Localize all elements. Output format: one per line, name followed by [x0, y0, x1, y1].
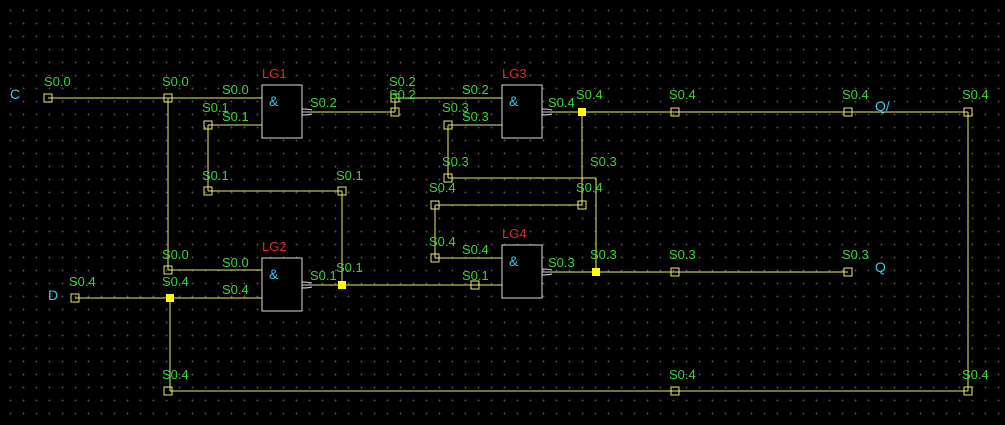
port-q-bar-label: Q/: [875, 98, 890, 114]
signal-label: S0.4: [669, 87, 696, 102]
gate-lg2-and-symbol: &: [269, 266, 279, 282]
gate-lg3-and-symbol: &: [509, 93, 519, 109]
port-d-label: D: [48, 287, 58, 303]
pin-s03-lg3[interactable]: [443, 120, 453, 130]
pin-s04-right-bottom-corner[interactable]: [963, 386, 973, 396]
pin-s01-left[interactable]: [203, 186, 213, 196]
signal-label: S0.4: [162, 274, 189, 289]
pin-s04-lg4[interactable]: [430, 253, 440, 263]
gate-lg2-body[interactable]: [261, 257, 303, 312]
signal-label: S0.0: [222, 255, 249, 270]
signal-label: S0.1: [222, 109, 249, 124]
junction-lg4-out[interactable]: [592, 268, 600, 276]
signal-label: S0.3: [669, 247, 696, 262]
pin-c[interactable]: [43, 93, 53, 103]
signal-label: S0.4: [548, 95, 575, 110]
signal-label: S0.3: [442, 100, 469, 115]
pin-s04-right-top-corner[interactable]: [963, 107, 973, 117]
pin-s02-b[interactable]: [390, 107, 400, 117]
pin-s00-top[interactable]: [163, 93, 173, 103]
signal-label: S0.1: [336, 260, 363, 275]
pin-s04-mid-top[interactable]: [670, 107, 680, 117]
signal-label: S0.2: [389, 74, 416, 89]
port-q-label: Q: [875, 259, 886, 275]
signal-label: S0.4: [222, 282, 249, 297]
signal-label: S0.1: [310, 268, 337, 283]
signal-label: S0.3: [590, 154, 617, 169]
signal-label: S0.1: [202, 100, 229, 115]
pin-d[interactable]: [70, 293, 80, 303]
pin-s01-lg4[interactable]: [470, 280, 480, 290]
gate-lg2[interactable]: LG2 &: [261, 239, 313, 312]
signal-labels: S0.0 S0.0 S0.0 S0.1 S0.1 S0.2 S0.1 S0.1 …: [44, 74, 989, 382]
gate-lg4-output-marker: [541, 268, 553, 276]
signal-label: S0.4: [576, 180, 603, 195]
gate-lg1-and-symbol: &: [269, 93, 279, 109]
signal-label: S0.3: [462, 109, 489, 124]
pin-s00-bottom[interactable]: [163, 265, 173, 275]
signal-label: S0.4: [576, 87, 603, 102]
signal-label: S0.4: [429, 180, 456, 195]
signal-label: S0.4: [962, 87, 989, 102]
gate-lg1-name: LG1: [262, 66, 287, 81]
port-c-label: C: [10, 86, 20, 102]
signal-label: S0.0: [162, 74, 189, 89]
pin-s02-a[interactable]: [390, 93, 400, 103]
gate-lg4-name: LG4: [502, 226, 527, 241]
signal-label: S0.3: [590, 247, 617, 262]
pin-s04-bottom-left[interactable]: [163, 386, 173, 396]
gate-lg1-output-marker: [301, 108, 313, 116]
gate-lg2-output-marker: [301, 281, 313, 289]
gate-lg3-output-marker: [541, 108, 553, 116]
gate-lg2-name: LG2: [262, 239, 287, 254]
junction-d-s04[interactable]: [166, 294, 174, 302]
signal-label: S0.0: [222, 82, 249, 97]
wires: [48, 97, 969, 392]
signal-label: S0.1: [202, 168, 229, 183]
signal-label: S0.3: [442, 154, 469, 169]
junction-s01-lg2-out[interactable]: [338, 281, 346, 289]
signal-label: S0.2: [462, 82, 489, 97]
junction-lg3-out[interactable]: [578, 108, 586, 116]
signal-label: S0.4: [462, 242, 489, 257]
pin-s04-right-top[interactable]: [577, 200, 587, 210]
port-labels: C D Q/ Q: [10, 86, 890, 303]
pin-s04-left-top[interactable]: [430, 200, 440, 210]
signal-label: S0.0: [162, 247, 189, 262]
signal-label: S0.1: [336, 168, 363, 183]
gate-lg4[interactable]: LG4 &: [501, 226, 553, 299]
pin-q[interactable]: [843, 267, 853, 277]
gate-lg3-name: LG3: [502, 66, 527, 81]
gate-lg3-body[interactable]: [501, 84, 543, 139]
signal-label: S0.0: [44, 74, 71, 89]
signal-label: S0.1: [462, 268, 489, 283]
pin-s03-mid[interactable]: [670, 267, 680, 277]
pin-s01-lg1[interactable]: [203, 120, 213, 130]
gate-lg4-and-symbol: &: [509, 253, 519, 269]
gate-lg3[interactable]: LG3 &: [501, 66, 553, 139]
pin-s04-mid-bottom[interactable]: [670, 386, 680, 396]
signal-label: S0.4: [162, 367, 189, 382]
signal-label: S0.4: [669, 367, 696, 382]
pin-s01-right[interactable]: [337, 186, 347, 196]
pin-s03-left[interactable]: [443, 173, 453, 183]
gate-lg1-body[interactable]: [261, 84, 303, 139]
gate-lg1[interactable]: LG1 &: [261, 66, 313, 139]
junctions: [166, 108, 600, 302]
signal-label: S0.4: [842, 87, 869, 102]
signal-label: S0.4: [429, 234, 456, 249]
pin-s04-q-bar[interactable]: [843, 107, 853, 117]
signal-label: S0.3: [548, 255, 575, 270]
signal-label: S0.2: [389, 87, 416, 102]
gate-lg4-body[interactable]: [501, 244, 543, 299]
pins: [43, 93, 973, 396]
signal-label: S0.3: [842, 247, 869, 262]
signal-label: S0.4: [69, 274, 96, 289]
signal-label: S0.4: [962, 367, 989, 382]
signal-label: S0.2: [310, 95, 337, 110]
